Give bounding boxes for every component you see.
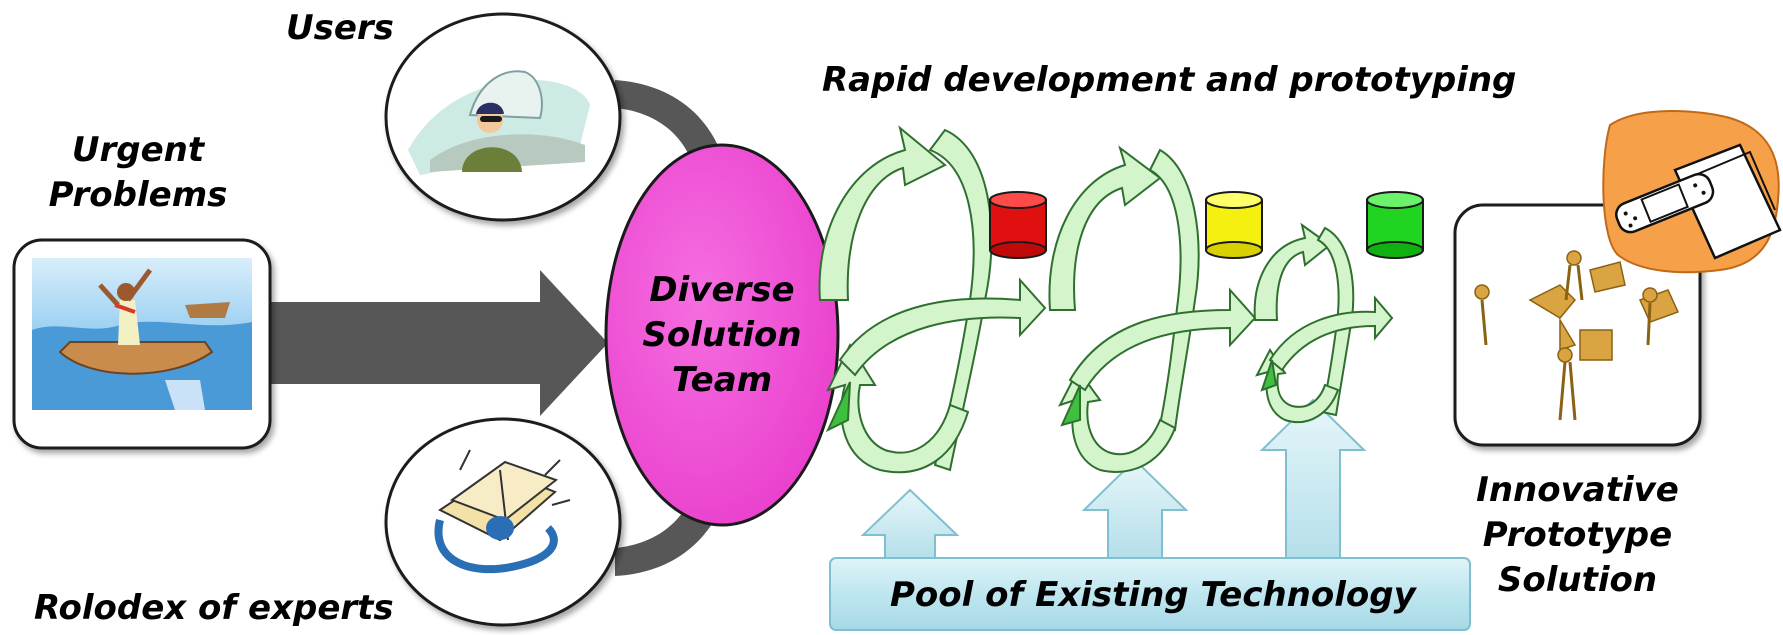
users-label: Users — [286, 8, 394, 48]
notepad-icon — [1602, 110, 1782, 274]
problems-to-team-arrow — [270, 270, 608, 416]
urgent-problems-label-line1: Urgent — [71, 130, 205, 170]
innovative-label-line3: Solution — [1497, 560, 1658, 600]
rolodex-icon — [434, 449, 571, 574]
status-cylinder-green — [1366, 191, 1424, 259]
urgent-problems-label-line2: Problems — [48, 175, 228, 215]
diverse-solution-team-label: Diverse Solution Team — [612, 268, 832, 403]
prototype-cycle-3 — [1253, 222, 1394, 423]
pool-label: Pool of Existing Technology — [890, 575, 1416, 615]
team-label-line3: Team — [671, 360, 773, 400]
pilot-icon — [408, 70, 590, 175]
up-arrow-1 — [860, 488, 960, 559]
innovative-label-line1: Innovative — [1476, 470, 1679, 510]
puzzle-team-icon — [1474, 250, 1680, 421]
diverse-solution-team-ellipse — [604, 143, 840, 527]
sinking-boat-icon — [32, 258, 252, 410]
team-label-line1: Diverse — [649, 270, 795, 310]
rapid-development-label: Rapid development and prototyping — [822, 60, 1517, 100]
status-cylinder-red — [989, 191, 1047, 259]
urgent-problems-label: Urgent Problems — [18, 128, 258, 218]
urgent-problems-node — [12, 238, 272, 450]
users-node — [384, 12, 622, 222]
rolodex-node — [384, 417, 622, 627]
up-arrow-2 — [1081, 458, 1189, 559]
innovative-label-line2: Prototype — [1482, 515, 1673, 555]
innovative-solution-label: Innovative Prototype Solution — [1455, 468, 1700, 603]
up-arrow-3 — [1259, 398, 1367, 559]
status-cylinder-yellow — [1205, 191, 1263, 259]
prototype-cycle-2 — [1048, 145, 1257, 473]
prototype-cycle-1 — [818, 125, 1047, 474]
team-label-line2: Solution — [642, 315, 802, 355]
rolodex-label: Rolodex of experts — [34, 588, 394, 628]
